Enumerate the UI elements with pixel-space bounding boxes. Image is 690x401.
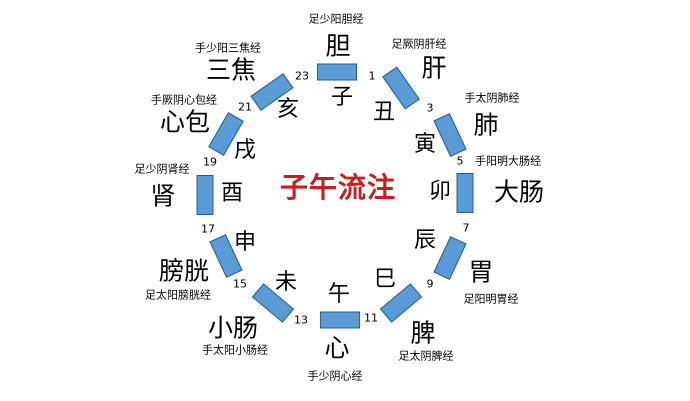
segment-wu — [320, 311, 360, 329]
segment-you — [196, 175, 214, 215]
organ-liver: 肝 — [421, 53, 447, 83]
branch-yin: 寅 — [413, 132, 437, 157]
branch-xu: 戌 — [233, 138, 257, 163]
hour-7: 7 — [462, 221, 470, 235]
organ-lung: 肺 — [473, 110, 499, 140]
meridian-gallbladder: 足少阳胆经 — [308, 12, 364, 26]
diagram-title: 子午流注 — [279, 171, 397, 204]
hour-13: 13 — [294, 313, 308, 327]
meridian-pericardium: 手厥阴心包经 — [151, 93, 217, 107]
hour-15: 15 — [233, 277, 247, 291]
branch-shen: 申 — [233, 230, 257, 255]
branch-chou: 丑 — [372, 100, 396, 125]
hour-19: 19 — [203, 155, 217, 169]
organ-gallbladder: 胆 — [325, 31, 351, 61]
meridian-kidney: 足少阴肾经 — [134, 162, 190, 176]
hour-17: 17 — [201, 222, 215, 236]
branch-wei: 未 — [274, 270, 298, 295]
organ-small-intestine: 小肠 — [207, 313, 259, 343]
hour-21: 21 — [238, 100, 252, 114]
organ-pericardium: 心包 — [159, 107, 211, 137]
segment-yin — [433, 113, 467, 157]
meridian-sanjiao: 手少阳三焦经 — [195, 41, 261, 55]
branch-si: 巳 — [373, 267, 397, 292]
branch-chen: 辰 — [413, 228, 437, 253]
meridian-spleen: 足太阴脾经 — [398, 349, 454, 363]
meridian-liver: 足厥阴肝经 — [391, 37, 447, 51]
branch-mao: 卯 — [428, 179, 452, 204]
meridian-heart: 手少阴心经 — [307, 369, 363, 383]
hour-9: 9 — [426, 277, 434, 291]
meridian-bladder: 足太阳膀胱经 — [145, 288, 211, 302]
segment-mao — [456, 173, 474, 213]
meridian-large-intestine: 手阳明大肠经 — [475, 154, 541, 168]
hour-11: 11 — [364, 311, 378, 325]
hour-3: 3 — [426, 101, 434, 115]
branch-wu: 午 — [327, 282, 351, 307]
meridian-stomach: 足阳明胃经 — [463, 292, 519, 306]
organ-bladder: 膀胱 — [158, 256, 210, 286]
meridian-lung: 手太阴肺经 — [464, 91, 520, 105]
branch-you: 酉 — [220, 181, 244, 206]
hour-23: 23 — [295, 69, 309, 83]
organ-stomach: 胃 — [468, 257, 494, 287]
branch-zi: 子 — [330, 85, 354, 110]
organ-sanjiao: 三焦 — [205, 55, 257, 85]
hour-5: 5 — [456, 154, 464, 168]
hour-1: 1 — [368, 69, 376, 83]
organ-kidney: 肾 — [150, 181, 176, 211]
segment-zi — [317, 63, 357, 81]
organ-large-intestine: 大肠 — [493, 177, 545, 207]
segment-chen — [433, 236, 467, 280]
meridian-small-intestine: 手太阳小肠经 — [202, 343, 268, 357]
organ-spleen: 脾 — [410, 318, 436, 348]
organ-heart: 心 — [324, 333, 350, 363]
branch-hai: 亥 — [276, 97, 300, 122]
